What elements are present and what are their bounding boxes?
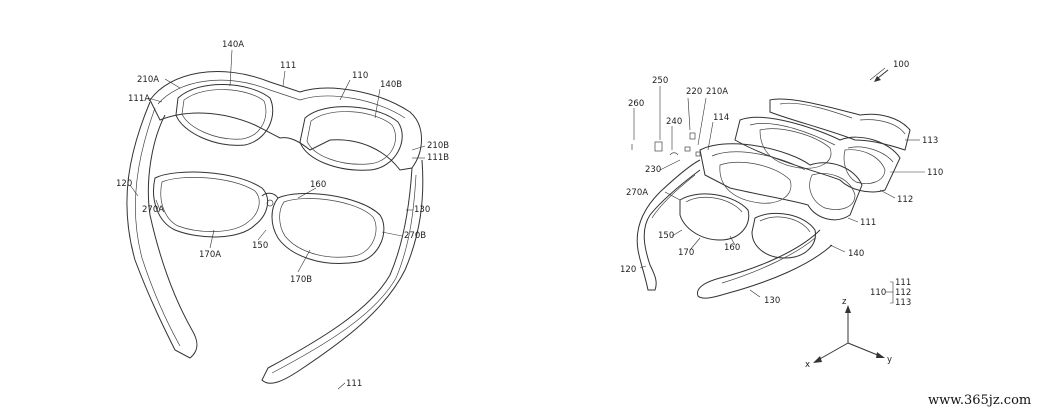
label-160-left: 160 xyxy=(310,180,326,190)
label-111-bottom: 111 xyxy=(346,379,362,389)
label-240: 240 xyxy=(666,117,682,127)
label-110-left: 110 xyxy=(352,71,368,81)
label-110-right: 110 xyxy=(927,168,943,178)
label-100: 100 xyxy=(893,60,909,70)
label-210A-right: 210A xyxy=(706,87,728,97)
label-210A-left: 210A xyxy=(137,75,159,85)
label-140A: 140A xyxy=(222,40,244,50)
label-130-right: 130 xyxy=(764,296,780,306)
legend-parent-110: 110 xyxy=(870,288,886,298)
label-220: 220 xyxy=(686,87,702,97)
legend-child-112: 112 xyxy=(895,288,911,298)
label-140: 140 xyxy=(848,249,864,259)
label-112: 112 xyxy=(897,195,913,205)
label-260: 260 xyxy=(628,99,644,109)
label-120-right: 120 xyxy=(620,265,636,275)
axis-x-label: x xyxy=(805,360,810,370)
label-270A-left: 270A xyxy=(142,205,164,215)
axis-y-label: y xyxy=(887,355,892,365)
label-111-top: 111 xyxy=(280,61,296,71)
label-270A-right: 270A xyxy=(626,188,648,198)
right-glasses-figure: 100 250 220 210A 260 240 114 113 230 110… xyxy=(620,60,943,370)
label-111-right: 111 xyxy=(860,218,876,228)
label-170B: 170B xyxy=(290,275,312,285)
label-130-left: 130 xyxy=(414,205,430,215)
label-111B: 111B xyxy=(427,153,449,163)
label-230: 230 xyxy=(645,165,661,175)
left-glasses-figure: 140A 111 110 210A 111A 140B 210B 111B 12… xyxy=(116,40,449,390)
label-140B: 140B xyxy=(380,80,402,90)
label-111A: 111A xyxy=(128,94,150,104)
label-150-left: 150 xyxy=(252,241,268,251)
legend-child-113: 113 xyxy=(895,298,911,308)
label-170A: 170A xyxy=(199,250,221,260)
label-270B: 270B xyxy=(404,231,426,241)
label-114: 114 xyxy=(713,113,729,123)
label-250: 250 xyxy=(652,76,668,86)
label-160-right: 160 xyxy=(724,243,740,253)
axis-z-label: z xyxy=(842,297,847,307)
label-170: 170 xyxy=(678,248,694,258)
label-113: 113 xyxy=(922,136,938,146)
label-210B: 210B xyxy=(427,141,449,151)
label-150-right: 150 xyxy=(658,231,674,241)
label-120-left: 120 xyxy=(116,179,132,189)
watermark: www.365jz.com xyxy=(928,393,1031,408)
legend-child-111: 111 xyxy=(895,278,911,288)
